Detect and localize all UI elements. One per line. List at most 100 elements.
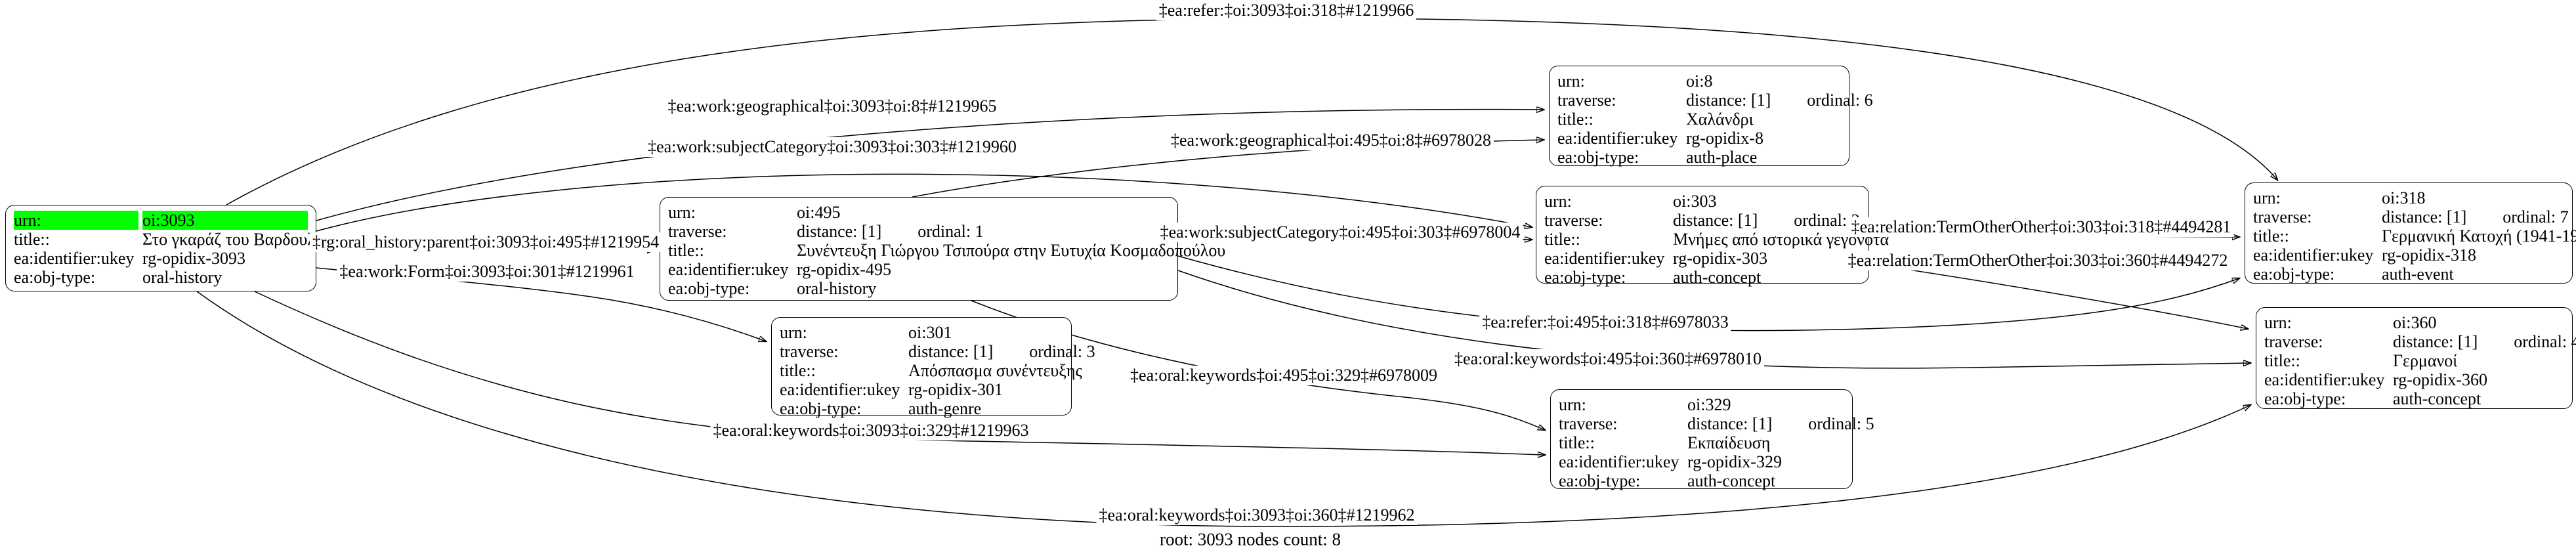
field-key: ea:obj-type: [14, 268, 96, 288]
field-key: ea:identifier:ukey [1559, 452, 1679, 472]
node-row: ea:obj-type:oral-history [668, 279, 1170, 298]
edge-label-keywords-3093-329: ‡ea:oral:keywords‡oi:3093‡oi:329‡#121996… [710, 421, 1032, 440]
field-value: distance: [1] [1673, 211, 1758, 230]
node-row: urn: oi:495 [668, 203, 1170, 222]
field-key: traverse: [780, 342, 839, 362]
field-key: urn: [1544, 192, 1572, 211]
edge-label-keywords-495-329: ‡ea:oral:keywords‡oi:495‡oi:329‡#6978009 [1128, 366, 1440, 385]
field-value: Γερμανοί [2393, 351, 2458, 371]
field-value: Γερμανική Κατοχή (1941-1944) [2382, 226, 2576, 246]
field-key: title:: [780, 361, 816, 381]
field-value: rg-opidix-8 [1686, 129, 1763, 148]
node-row: ea:identifier:ukey rg-opidix-303 [1544, 249, 1861, 268]
node-row: ea:obj-type: auth-genre [780, 399, 1063, 418]
field-key: ea:identifier:ukey [668, 260, 789, 280]
field-value: oi:329 [1687, 395, 1731, 414]
node-row: urn: oi:360 [2264, 313, 2564, 332]
field-key: urn: [2253, 188, 2281, 207]
field-key: title:: [2264, 351, 2300, 371]
field-value: oi:301 [908, 323, 952, 342]
node-row: title::Χαλάνδρι [1557, 110, 1841, 129]
edge-keywords-495-360 [1177, 270, 2250, 369]
field-key: ea:obj-type: [780, 399, 862, 419]
field-key: title:: [2253, 226, 2289, 246]
field-key: urn: [2264, 313, 2292, 332]
field-value-ordinal: ordinal: 1 [918, 222, 984, 242]
field-key: traverse: [1559, 414, 1618, 434]
node-row: ea:obj-type:auth-concept [2264, 389, 2564, 408]
field-value-ordinal: ordinal: 3 [1029, 342, 1095, 362]
field-value: oi:8 [1686, 72, 1713, 91]
edge-label-TermOtherOther-303-318: ‡ea:relation:TermOtherOther‡oi:303‡oi:31… [1848, 217, 2234, 237]
field-value: oi:3093 [142, 211, 308, 230]
node-row: ea:identifier:ukey rg-opidix-8 [1557, 129, 1841, 148]
node-row: traverse:distance: [1]ordinal: 6 [1557, 91, 1873, 110]
node-row: ea:obj-type:auth-event [2253, 265, 2564, 284]
field-key: traverse: [668, 222, 727, 242]
field-value: Στο γκαράζ του Βαρδουλάκη [142, 230, 343, 249]
field-value-ordinal: ordinal: 7 [2502, 207, 2569, 227]
field-value: rg-opidix-318 [2382, 246, 2476, 265]
field-value: rg-opidix-303 [1673, 249, 1767, 268]
node-oi-301[interactable]: urn: oi:301 traverse: distance: [1] ordinal:… [771, 317, 1095, 418]
node-row: traverse:distance: [1]ordinal: 7 [2253, 207, 2569, 227]
node-row: traverse: distance: [1] ordinal: 3 [780, 342, 1095, 362]
field-key: urn: [780, 323, 807, 342]
field-value: oi:360 [2393, 313, 2437, 332]
edge-TermOtherOther-303-360 [1869, 263, 2248, 329]
edge-subjectCategory-3093-303 [316, 173, 1532, 232]
field-key: ea:identifier:ukey [780, 380, 900, 400]
edge-geographical-3093-8 [316, 110, 1544, 221]
field-key: ea:identifier:ukey [1544, 249, 1665, 268]
field-value: oi:495 [797, 203, 841, 222]
field-value: rg-opidix-3093 [142, 249, 245, 268]
node-row: title::Συνέντευξη Γιώργου Τσιπούρα στην … [668, 241, 1225, 260]
field-key: ea:obj-type: [1559, 471, 1641, 491]
field-value: distance: [1] [1687, 414, 1773, 434]
edge-label-geographical-3093-8: ‡ea:work:geographical‡oi:3093‡oi:8‡#1219… [665, 96, 1000, 116]
field-key: traverse: [2253, 207, 2312, 227]
edge-label-TermOtherOther-303-360: ‡ea:relation:TermOtherOther‡oi:303‡oi:36… [1845, 251, 2231, 270]
node-row: title::Μνήμες από ιστορικά γεγονότα [1544, 230, 1889, 249]
field-value: rg-opidix-360 [2393, 370, 2487, 390]
node-row: title::Απόσπασμα συνέντευξης [780, 361, 1082, 381]
node-row: traverse:distance: [1]ordinal: 5 [1559, 414, 1874, 434]
field-value: auth-concept [1673, 268, 1762, 288]
edge-label-subjectCategory-3093-303: ‡ea:work:subjectCategory‡oi:3093‡oi:303‡… [645, 137, 1019, 157]
node-row: title::Εκπαίδευση [1559, 433, 1844, 452]
edge-keywords-3093-360 [196, 291, 2250, 527]
node-row: traverse:distance: [1]ordinal: 2 [1544, 211, 1861, 230]
node-row: urn:oi:3093 [14, 211, 308, 230]
node-row: ea:obj-type: oral-history [14, 268, 308, 287]
edge-refer-495-318 [1177, 255, 2239, 331]
node-row: urn: oi:301 [780, 323, 1063, 342]
field-key: urn: [668, 203, 696, 222]
edge-label-geographical-495-8: ‡ea:work:geographical‡oi:495‡oi:8‡#69780… [1168, 131, 1494, 150]
field-value: oi:303 [1673, 192, 1717, 211]
node-row: urn:oi:318 [2253, 188, 2564, 207]
field-key: urn: [1559, 395, 1586, 414]
node-row: title::Γερμανική Κατοχή (1941-1944) [2253, 226, 2576, 246]
field-value: auth-genre [908, 399, 982, 419]
field-value: auth-place [1686, 148, 1758, 167]
field-key: title:: [14, 230, 50, 249]
node-row: ea:obj-type: auth-concept [1544, 268, 1861, 287]
field-value: oral-history [797, 279, 877, 299]
field-key: traverse: [1544, 211, 1603, 230]
field-key: ea:obj-type: [1544, 268, 1626, 288]
field-key: ea:identifier:ukey [1557, 129, 1678, 148]
node-row: traverse:distance: [1]ordinal: 1 [668, 222, 1170, 241]
field-key: title:: [1544, 230, 1580, 249]
field-key: traverse: [2264, 332, 2323, 352]
field-value: oral-history [142, 268, 222, 288]
field-value: distance: [1] [908, 342, 994, 362]
